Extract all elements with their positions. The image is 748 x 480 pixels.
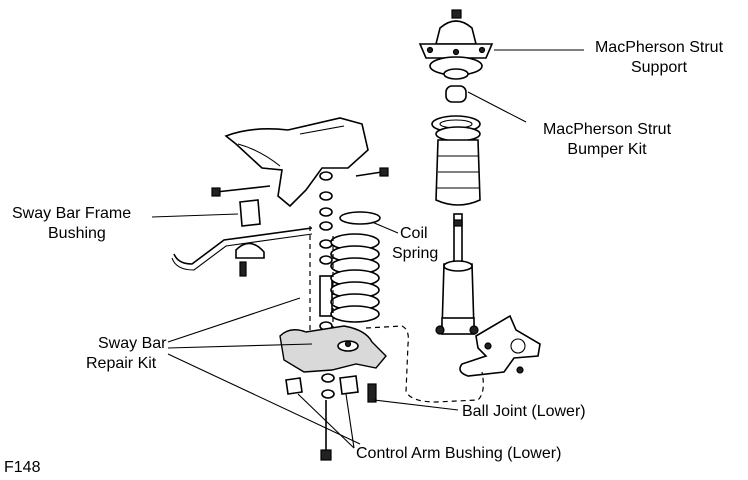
lower-control-arm-drawing xyxy=(279,325,387,461)
label-ball-joint: Ball Joint (Lower) xyxy=(462,403,586,420)
label-frame-bushing-line1: Sway Bar Frame xyxy=(12,205,132,222)
label-strut-bumper-line1: MacPherson Strut xyxy=(542,121,672,138)
label-strut-support: MacPherson Strut Support xyxy=(584,38,734,78)
steering-knuckle-drawing xyxy=(459,314,541,377)
label-strut-support-line1: MacPherson Strut xyxy=(594,39,724,56)
strut-bumper-drawing xyxy=(431,85,481,206)
sway-bar-drawing xyxy=(171,199,313,277)
label-repair-kit-line2: Repair Kit xyxy=(86,355,157,372)
figure-code: F148 xyxy=(4,459,41,476)
label-control-arm-bushing: Control Arm Bushing (Lower) xyxy=(356,445,562,462)
label-frame-bushing-line2: Bushing xyxy=(48,225,106,242)
coil-spring-drawing xyxy=(330,211,381,346)
ball-joint-routing-line xyxy=(365,325,484,403)
label-coil-line1: Coil xyxy=(400,225,428,242)
label-sway-bar-repair-kit: Sway Bar Repair Kit xyxy=(86,334,166,374)
sway-bar-link-drawing xyxy=(309,171,333,360)
label-strut-bumper-line2: Bumper Kit xyxy=(567,141,647,158)
frame-bracket-drawing xyxy=(211,117,389,208)
label-sway-bar-frame-bushing: Sway Bar Frame Bushing xyxy=(12,204,131,244)
strut-support-drawing xyxy=(418,9,494,80)
label-strut-bumper-kit: MacPherson Strut Bumper Kit xyxy=(528,120,686,160)
strut-body-drawing xyxy=(435,213,479,335)
label-coil-line2: Spring xyxy=(392,245,439,262)
label-strut-support-line2: Support xyxy=(630,59,688,76)
label-repair-kit-line1: Sway Bar xyxy=(98,335,167,352)
label-coil-spring: Coil Spring xyxy=(392,224,438,264)
leader-lines xyxy=(151,49,584,449)
